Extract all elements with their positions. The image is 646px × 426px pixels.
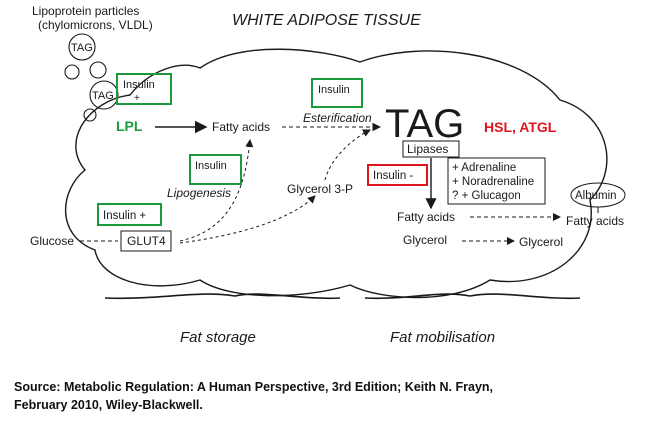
hormones-box [447,157,546,205]
lipases-box [402,140,460,158]
particle-tag-label: TAG [92,90,114,102]
glycerol-label: Glycerol [403,233,447,247]
hormone-noradrenaline: + Noradrenaline [452,176,534,188]
lipases-label: Lipases [407,142,448,156]
glycerol3p-to-tag-arrow [324,129,371,181]
insulin-box-esterification [311,78,363,108]
particle-tag-label: TAG [71,42,93,54]
glucose-label: Glucose [30,234,74,248]
insulin-plus-label: Insulin + [103,210,146,222]
fat-mobilisation-label: Fat mobilisation [390,329,495,346]
released-fatty-acids-label: Fatty acids [397,210,455,224]
hormone-adrenaline: + Adrenaline [452,162,516,174]
diagram-title: WHITE ADIPOSE TISSUE [232,12,421,29]
fatty-acids-label: Fatty acids [212,120,270,134]
activation-mark: + [134,93,140,104]
fat-mobilisation-brace [364,293,581,300]
bound-fatty-acids-label: Fatty acids [566,214,624,228]
glut4-label: GLUT4 [127,234,166,248]
insulin-label: Insulin [195,160,227,172]
insulin-box-lipogenesis [189,154,242,185]
lipogenesis-pathway-arrow [179,139,254,242]
tag-main-label: TAG [385,102,464,146]
insulin-label: Insulin [318,84,350,96]
source-line: Source: Metabolic Regulation: A Human Pe… [14,380,494,394]
lpl-label: LPL [116,118,143,134]
insulin-box-lpl [116,73,172,105]
adipose-diagram: WHITE ADIPOSE TISSUE Lipoprotein particl… [30,4,626,346]
insulin-inhibition-box [367,164,428,186]
lipoprotein-label: Lipoprotein particles [32,4,139,18]
hsl-atgl-label: HSL, ATGL [484,119,557,135]
lipogenesis-label: Lipogenesis [167,186,231,200]
insulin-minus-label: Insulin - [373,170,413,182]
glycerol3p-pathway-arrow [179,195,316,244]
esterification-label: Esterification [303,111,372,125]
fat-storage-brace [104,293,341,300]
exported-glycerol-label: Glycerol [519,235,563,249]
glut4-box [120,230,172,252]
insulin-box-glut4 [97,203,162,226]
insulin-label: Insulin [123,79,155,91]
source-line: February 2010, Wiley-Blackwell. [14,398,203,412]
lipoprotein-sublabel: (chylomicrons, VLDL) [38,18,153,32]
source-citation: Source: Metabolic Regulation: A Human Pe… [14,378,634,414]
hormone-glucagon: ? + Glucagon [452,190,521,202]
glycerol-3p-label: Glycerol 3-P [287,182,353,196]
albumin-label: Albumin [575,190,617,202]
fat-storage-label: Fat storage [180,329,256,346]
